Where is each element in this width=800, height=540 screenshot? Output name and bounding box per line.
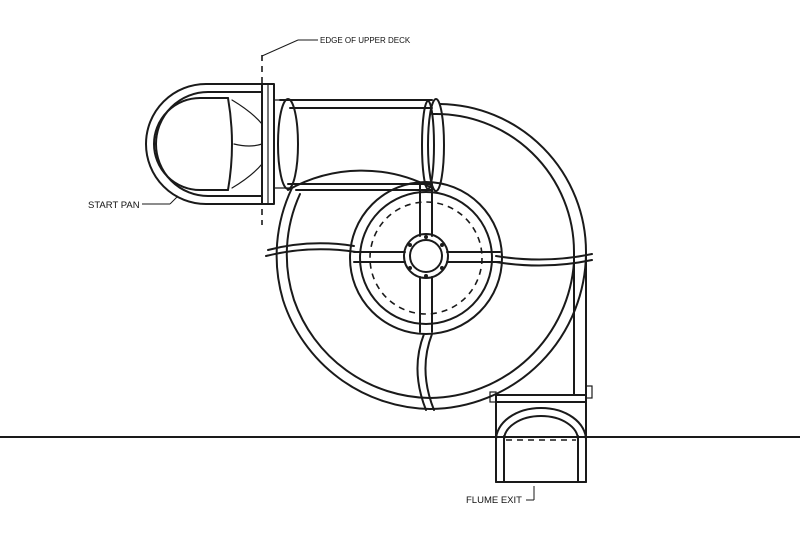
helix-flanges xyxy=(265,242,593,411)
entry-flume xyxy=(277,98,445,192)
start-pan xyxy=(145,83,291,205)
callout-start-pan: START PAN xyxy=(88,195,179,211)
center-column xyxy=(349,181,503,335)
edge-of-upper-deck-label: EDGE OF UPPER DECK xyxy=(320,36,411,45)
start-pan-label: START PAN xyxy=(88,200,140,211)
callout-edge-of-upper-deck: EDGE OF UPPER DECK xyxy=(261,36,411,57)
flume-exit xyxy=(489,385,593,483)
callout-flume-exit: FLUME EXIT xyxy=(466,486,535,506)
helix-spiral xyxy=(275,103,587,410)
flume-exit-label: FLUME EXIT xyxy=(466,495,522,506)
